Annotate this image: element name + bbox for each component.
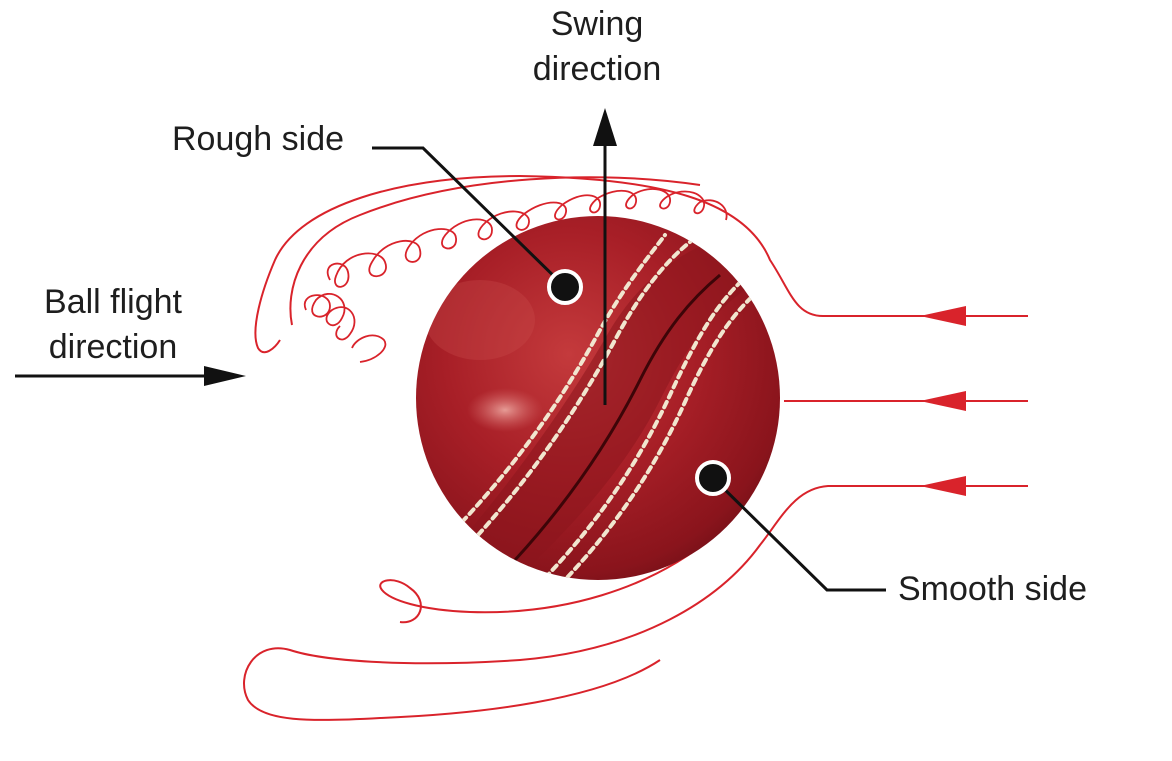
airflow-bottom-inner-streamline [379, 534, 716, 624]
ball-flight-arrow [15, 366, 246, 386]
turbulent-wake [303, 188, 728, 363]
ball-seam-band [470, 235, 770, 575]
rough-side-marker [547, 269, 583, 305]
swing-arrowhead-icon [593, 108, 617, 146]
airflow-arrow-top-icon [920, 306, 966, 326]
smooth-side-label: Smooth side [898, 570, 1087, 608]
cricket-ball [416, 216, 780, 580]
rough-side-leader [372, 146, 583, 305]
rough-side-label: Rough side [172, 120, 345, 158]
airflow-bottom-streamline [243, 485, 1028, 722]
ball-flight-arrowhead-icon [204, 366, 246, 386]
airflow-arrowheads [920, 306, 966, 496]
airflow-top-streamline [254, 174, 1028, 354]
swing-direction-arrow [593, 108, 617, 405]
ball-flight-direction-label: Ball flight direction [44, 283, 182, 366]
airflow-arrow-middle-icon [920, 391, 966, 411]
smooth-side-marker [695, 460, 731, 496]
airflow-streamlines [243, 174, 1028, 722]
smooth-side-leader [695, 460, 886, 592]
airflow-arrow-bottom-icon [920, 476, 966, 496]
swing-direction-label: Swing direction [532, 5, 662, 88]
airflow-top-inner-streamline [289, 176, 701, 326]
